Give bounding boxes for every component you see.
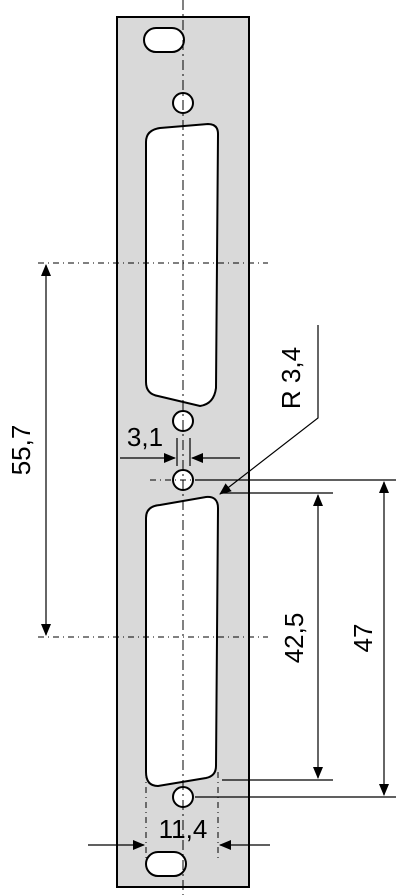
top-mounting-slot [143, 27, 185, 53]
label-r-3-4: R 3,4 [276, 347, 306, 409]
label-3-1: 3,1 [127, 422, 163, 452]
radius-leader-line [219, 325, 319, 495]
label-42-5: 42,5 [279, 613, 309, 664]
bottom-mounting-slot [145, 851, 187, 877]
lower-connector-cutout [145, 495, 220, 788]
upper-connector-cutout [145, 122, 220, 408]
label-47: 47 [348, 624, 378, 653]
label-55-7: 55,7 [6, 425, 36, 476]
label-11-4: 11,4 [159, 814, 208, 844]
